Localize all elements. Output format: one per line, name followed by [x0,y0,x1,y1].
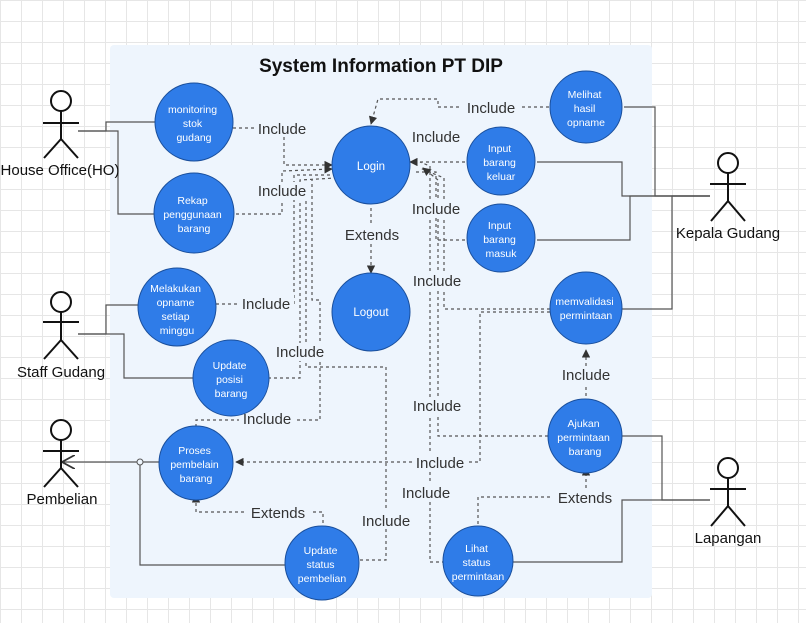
svg-text:monitoring stok gu: monitoring stok gudang [168,104,220,144]
include-label: Include [416,455,464,472]
include-label: Include [413,398,461,415]
actor-staff-gudang[interactable]: Staff Gudang [17,291,105,381]
svg-text:memvalidasi permintaan: memvalidasi permintaan [555,296,616,322]
extends-label: Extends [558,490,612,507]
use-case-input-masuk[interactable]: Input barang masuk [466,203,536,273]
system-title: System Information PT DIP [259,56,503,77]
actor-label: House Office(HO) [1,162,120,179]
use-case-monitoring[interactable]: monitoring stok gudang [154,82,234,162]
svg-text:Melihat hasil opna: Melihat hasil opname [567,89,605,129]
use-case-opname[interactable]: Melakukan opname setiap minggu [137,267,217,347]
include-label: Include [412,201,460,218]
actor-lapangan[interactable]: Lapangan [695,457,762,547]
relation-labels: Include Include Include Include Include … [238,99,617,530]
svg-text:Update status pemb: Update status pembelian [298,545,347,585]
use-case-logout[interactable]: Logout [331,272,411,352]
actor-house-office[interactable]: House Office(HO) [1,90,120,179]
include-label: Include [402,485,450,502]
use-case-melihat-opname[interactable]: Melihat hasil opname [549,70,623,144]
svg-text:Ajukan permintaan: Ajukan permintaan barang [557,418,612,458]
svg-text:Update posisi bara: Update posisi barang [213,360,250,400]
extends-label: Extends [345,227,399,244]
actor-pembelian[interactable]: Pembelian [27,419,98,508]
actor-label: Staff Gudang [17,364,105,381]
include-label: Include [413,273,461,290]
include-label: Include [412,129,460,146]
use-case-update-status[interactable]: Update status pembelian [284,525,360,601]
include-label: Include [467,100,515,117]
use-case-login[interactable]: Login [331,125,411,205]
svg-text:Lihat status permi: Lihat status permintaan [452,543,505,583]
svg-text:Login: Login [357,161,385,173]
svg-text:Proses pembelain b: Proses pembelain barang [170,445,221,485]
include-label: Include [276,344,324,361]
svg-text:Rekap penggunaan b: Rekap penggunaan barang [163,195,224,235]
extends-label: Extends [251,505,305,522]
use-case-memvalidasi[interactable]: memvalidasi permintaan [549,271,623,345]
include-label: Include [258,121,306,138]
use-case-rekap[interactable]: Rekap penggunaan barang [153,172,235,254]
include-label: Include [243,411,291,428]
actor-label: Lapangan [695,530,762,547]
include-label: Include [562,367,610,384]
use-case-proses-pembelian[interactable]: Proses pembelain barang [158,425,234,501]
use-case-input-keluar[interactable]: Input barang keluar [466,126,536,196]
actor-kepala-gudang[interactable]: Kepala Gudang [676,152,780,242]
svg-text:Input barang masuk: Input barang masuk [483,220,519,260]
use-case-lihat-status[interactable]: Lihat status permintaan [442,525,514,597]
include-label: Include [362,513,410,530]
svg-text:Logout: Logout [353,307,389,319]
use-case-ajukan-permintaan[interactable]: Ajukan permintaan barang [547,398,623,474]
use-case-update-posisi[interactable]: Update posisi barang [192,339,270,417]
svg-text:Input barang kelua: Input barang keluar [483,143,519,183]
associations [62,106,710,566]
actor-label: Kepala Gudang [676,225,780,242]
include-label: Include [242,296,290,313]
include-label: Include [258,183,306,200]
svg-text:Melakukan opname s: Melakukan opname setiap minggu [150,283,204,337]
actor-label: Pembelian [27,491,98,508]
